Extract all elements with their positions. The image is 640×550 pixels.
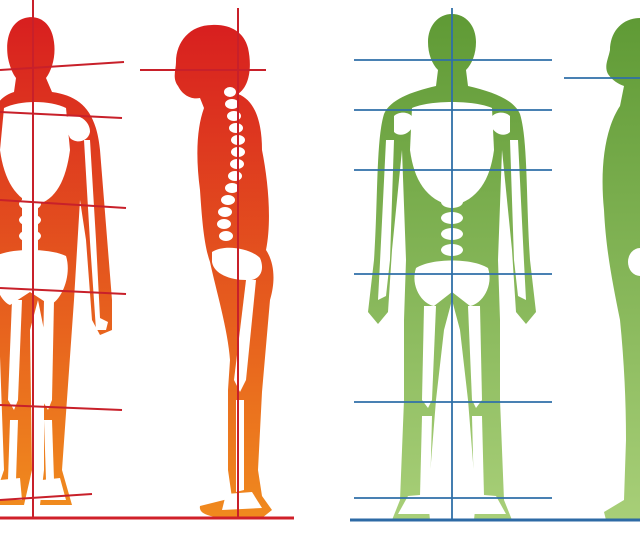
- poor-side-reference-lines: [140, 8, 266, 518]
- good-posture-panel: [350, 8, 640, 522]
- poor-front-reference-lines: [0, 0, 127, 518]
- good-side-figure: [564, 18, 640, 520]
- poor-front-ribcage: [0, 102, 70, 205]
- poor-side-figure: [140, 8, 274, 519]
- poor-front-spine: [22, 165, 38, 260]
- good-side-body: [602, 18, 640, 520]
- good-side-pelvis: [628, 248, 640, 276]
- poor-side-skeleton: [212, 87, 263, 510]
- poor-front-skeleton: [0, 102, 108, 500]
- good-front-right-shoulder: [490, 112, 510, 135]
- poor-front-left-femur: [8, 300, 22, 410]
- poor-front-right-femur: [42, 300, 54, 410]
- good-front-reference-lines: [354, 8, 552, 520]
- poor-side-spine: [217, 87, 245, 241]
- poor-side-foot: [222, 492, 262, 510]
- poor-front-figure: [0, 0, 127, 518]
- good-front-left-shoulder: [394, 112, 414, 135]
- poor-side-femur: [234, 280, 256, 392]
- poor-front-scapula: [62, 115, 90, 142]
- poor-front-right-arm-bone: [84, 140, 108, 330]
- poor-posture-panel: [0, 0, 294, 520]
- good-front-figure: [354, 8, 552, 520]
